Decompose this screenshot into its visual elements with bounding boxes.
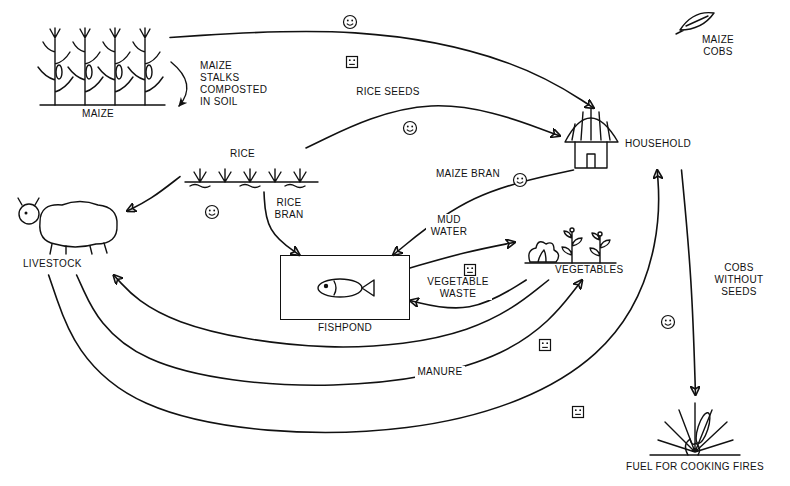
node-label: RICE <box>230 148 255 160</box>
edge-label: MAIZE BRAN <box>434 168 502 180</box>
fish <box>362 280 374 296</box>
livestock-animal <box>50 243 107 254</box>
maize-plants <box>40 104 165 105</box>
square-face-symbol <box>347 57 358 68</box>
flow-arrow <box>682 170 696 395</box>
node-label: HOUSEHOLD <box>625 138 691 150</box>
flow-arrow <box>170 31 594 108</box>
household-hut <box>565 108 618 168</box>
smiley-symbol <box>662 316 675 329</box>
edge-label-holder: RICE BRAN <box>272 197 306 221</box>
smiley-symbol <box>206 206 219 219</box>
connector-layer <box>49 31 696 432</box>
household-node: HOUSEHOLD <box>560 108 695 170</box>
edge-label: MUD WATER <box>426 214 472 238</box>
edge-label: COBS WITHOUT SEEDS <box>710 262 768 298</box>
cooking-fire <box>685 439 699 455</box>
edge-label-holder: MAIZE BRAN <box>428 168 508 180</box>
edge-label: VEGETABLE WASTE <box>424 276 492 300</box>
vegetable-plants <box>562 231 582 263</box>
rice-plants <box>244 169 256 182</box>
vegetable-plants <box>525 228 616 263</box>
household-hut <box>572 108 610 140</box>
vegetables-node: VEGETABLES <box>515 226 627 280</box>
node-label: VEGETABLES <box>555 264 623 276</box>
cooking-fire <box>693 411 712 445</box>
flow-arrow <box>49 170 659 432</box>
vegetable-plants <box>529 242 559 262</box>
maize-node: MAIZE <box>30 28 170 123</box>
square-face-symbol <box>540 340 551 351</box>
maize-plants <box>38 28 165 105</box>
rice-plants <box>294 169 306 182</box>
flow-arrow <box>410 242 515 268</box>
note-holder: MAIZE STALKS COMPOSTED IN SOIL <box>198 60 266 108</box>
rice-plants <box>194 169 206 182</box>
node-label: FUEL FOR COOKING FIRES <box>626 461 764 473</box>
maize-cob-icon <box>676 13 714 34</box>
edge-label-holder: MANURE <box>410 366 470 378</box>
flow-arrow <box>77 275 583 385</box>
node-label: MAIZE <box>82 108 114 120</box>
household-hut <box>575 142 607 168</box>
rice-plants <box>219 169 231 182</box>
smiley-symbol <box>206 16 675 329</box>
fish <box>325 285 328 288</box>
rice-plants <box>269 169 281 182</box>
livestock-animal <box>25 212 27 214</box>
edge-label: RICE SEEDS <box>354 86 422 98</box>
maize-cob-icon <box>676 13 714 34</box>
fish <box>318 279 374 297</box>
square-face-symbol <box>465 265 476 276</box>
livestock-animal <box>19 204 39 224</box>
cooking-fire <box>650 454 740 455</box>
cooking-fire <box>650 403 740 455</box>
note-label: MAIZE STALKS COMPOSTED IN SOIL <box>198 60 269 108</box>
compost-arrow <box>171 62 187 106</box>
rice-plants <box>185 169 318 188</box>
rice-plants <box>185 182 318 188</box>
fuel-node: FUEL FOR COOKING FIRES <box>625 395 766 479</box>
compost-arrow <box>171 62 187 106</box>
smiley-symbol <box>344 16 357 29</box>
edge-label-holder: RICE SEEDS <box>348 86 428 98</box>
vegetable-plants <box>598 232 602 236</box>
livestock-node: LIVESTOCK <box>15 195 127 275</box>
vegetable-plants <box>590 233 610 263</box>
square-face-symbol <box>573 407 584 418</box>
cooking-fire <box>658 403 733 452</box>
smiley-symbol <box>404 122 417 135</box>
node-label: LIVESTOCK <box>23 258 82 270</box>
livestock-animal <box>18 198 39 205</box>
vegetable-plants <box>570 228 574 232</box>
farm-illustration <box>18 13 740 455</box>
fishpond-box: FISHPOND <box>280 255 410 320</box>
flow-arrow <box>127 177 180 211</box>
edge-label: RICE BRAN <box>272 197 306 221</box>
maize-plants <box>128 28 163 105</box>
edge-label-holder: COBS WITHOUT SEEDS <box>710 262 768 298</box>
smiley-symbol <box>514 174 527 187</box>
flow-arrow <box>306 106 560 148</box>
edge-label-holder: MUD WATER <box>426 214 472 238</box>
node-label: FISHPOND <box>318 322 372 334</box>
flow-arrow <box>393 170 573 255</box>
fish <box>318 279 362 297</box>
edge-label: MAIZE COBS <box>696 34 740 58</box>
livestock-animal <box>40 202 117 248</box>
fish <box>334 281 336 295</box>
edge-label-holder: MAIZE COBS <box>696 34 740 58</box>
edge-label-holder: VEGETABLE WASTE <box>424 276 492 300</box>
flow-arrow <box>114 275 549 347</box>
rice-node: RICE <box>180 148 320 192</box>
livestock-animal <box>18 198 117 254</box>
square-face-symbol <box>347 57 584 418</box>
edge-label: MANURE <box>415 366 464 378</box>
